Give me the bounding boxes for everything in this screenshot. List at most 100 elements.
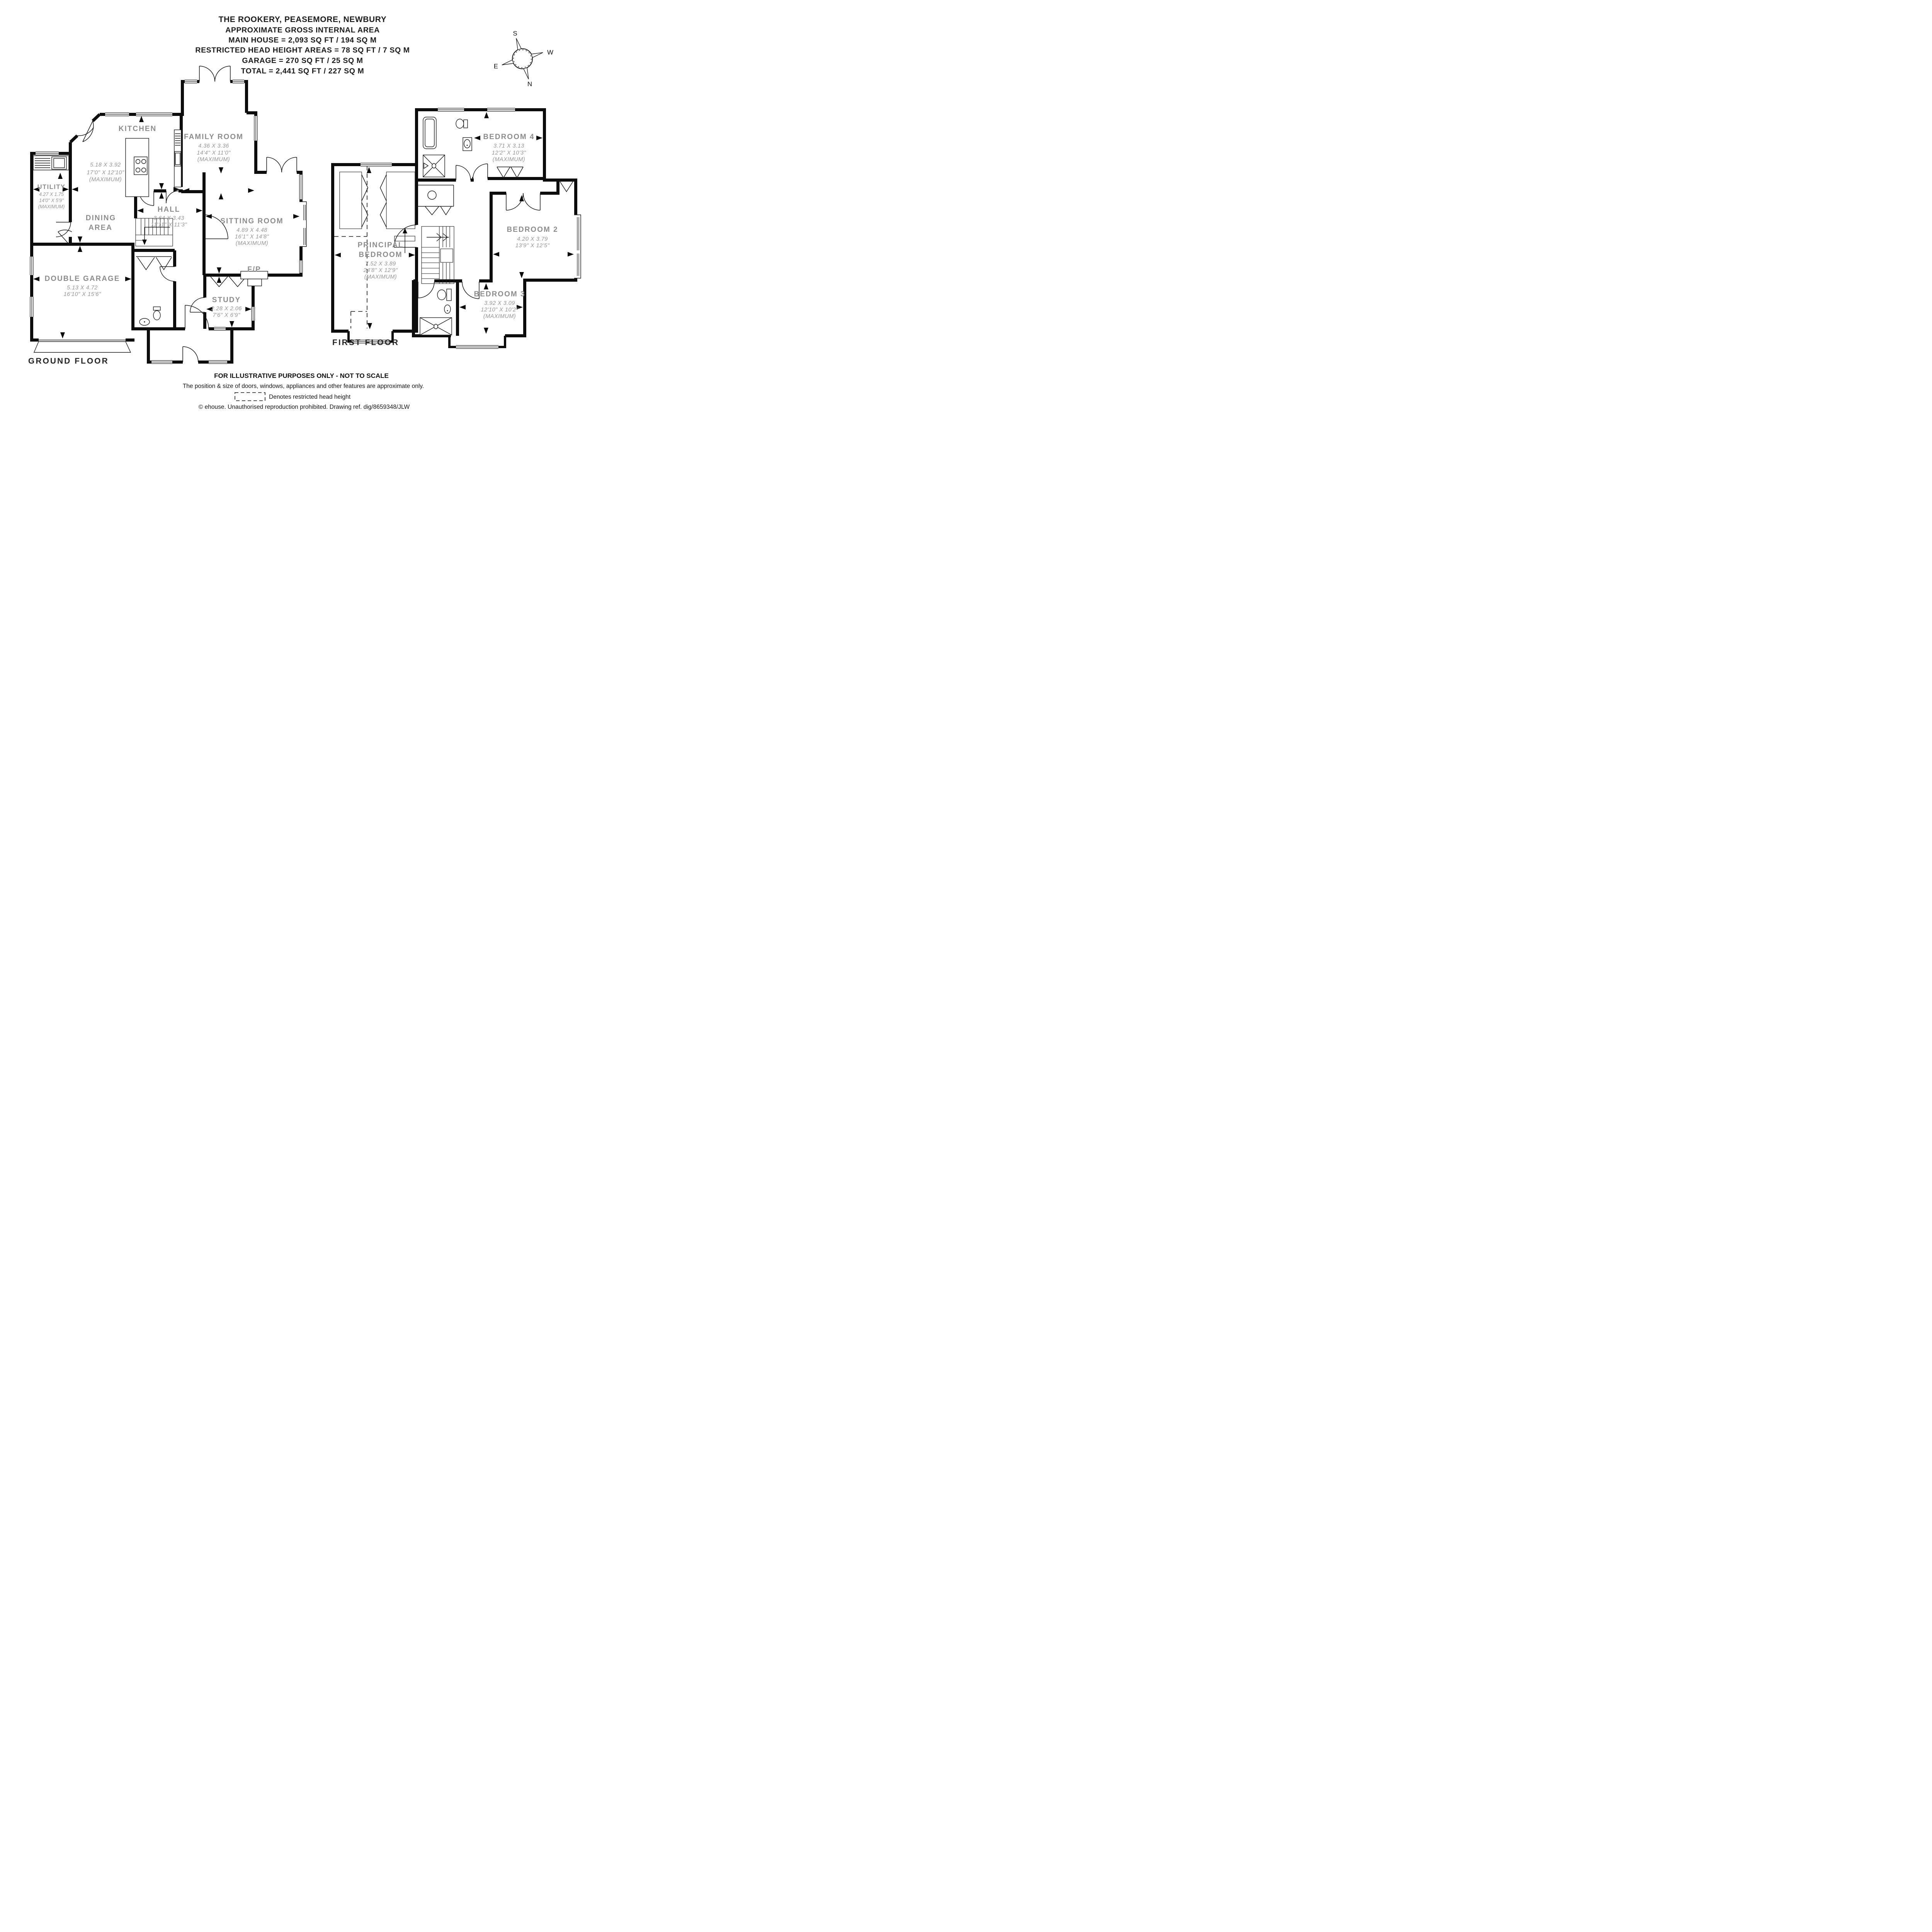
wc-toilet-icon xyxy=(153,310,161,320)
first-room-labels: PRINCIPAL BEDROOM 7.52 X 3.89 24'8" X 12… xyxy=(358,133,558,320)
ground-floor-label: GROUND FLOOR xyxy=(28,357,109,366)
ground-floor-plan: KITCHEN 5.18 X 3.92 17'0" X 12'10" (MAXI… xyxy=(28,66,308,366)
floorplan-canvas: THE ROOKERY, PEASEMORE, NEWBURY APPROXIM… xyxy=(28,15,582,410)
ensuite-door-arc xyxy=(418,281,435,298)
drainer-icon xyxy=(35,158,50,168)
garage-dim-metric: 5.13 X 4.72 xyxy=(67,285,98,291)
stairs-up-arrow xyxy=(403,228,407,233)
sitting-dim-imperial: 16'1" X 14'8" xyxy=(235,234,269,240)
room-label-fp: F/P xyxy=(247,265,261,274)
front-door-arc xyxy=(182,346,199,362)
footer-denotes: Denotes restricted head height xyxy=(269,394,351,400)
bed2-door-left xyxy=(506,193,524,211)
ground-windows xyxy=(29,79,308,364)
kitchen-island xyxy=(125,138,149,197)
study-dim-imperial: 7'6" X 6'9" xyxy=(213,312,240,318)
area-total: TOTAL = 2,441 SQ FT / 227 SQ M xyxy=(241,67,364,75)
family-dim-metric: 4.36 X 3.36 xyxy=(198,143,229,149)
room-label-study: STUDY xyxy=(212,296,241,304)
area-restricted: RESTRICTED HEAD HEIGHT AREAS = 78 SQ FT … xyxy=(195,46,410,54)
room-label-utility: UTILITY xyxy=(37,184,66,190)
first-dimension-arrows xyxy=(335,112,574,334)
room-label-sitting: SITTING ROOM xyxy=(220,217,283,225)
bathtub-icon xyxy=(423,117,437,149)
bed4-dim-note: (MAXIMUM) xyxy=(493,156,525,163)
wc-door-arc xyxy=(160,266,175,282)
principal-wardrobe-right xyxy=(386,172,415,229)
kitchen-dim-imperial: 17'0" X 12'10" xyxy=(87,170,124,176)
area-garage: GARAGE = 270 SQ FT / 25 SQ M xyxy=(242,56,363,65)
toilet-icon-ensuite xyxy=(437,289,446,300)
bed3-dim-imperial: 12'10" X 10'2" xyxy=(481,307,518,313)
principal-dim-imperial: 24'8" X 12'9" xyxy=(363,267,398,274)
garage-driveway xyxy=(33,341,131,353)
kitchen-patio-door-arc2 xyxy=(77,127,94,136)
fireplace-breast xyxy=(247,279,262,286)
area-main-house: MAIN HOUSE = 2,093 SQ FT / 194 SQ M xyxy=(228,36,376,44)
principal-dim-note: (MAXIMUM) xyxy=(364,274,397,280)
bed3-dim-note: (MAXIMUM) xyxy=(483,313,516,320)
utility-dim-metric: 4.27 X 1.75 xyxy=(39,192,64,197)
principal-door-arc xyxy=(394,224,417,248)
kitchen-dim-note: (MAXIMUM) xyxy=(89,177,122,183)
cupboard-doors-icon xyxy=(137,257,172,270)
kitchen-patio-door-arc xyxy=(82,121,94,142)
airing-cupboard-doors xyxy=(425,206,452,216)
closet-door-bed2 xyxy=(559,180,574,192)
kitchen-sink-icon xyxy=(174,151,181,167)
study-door-arc xyxy=(190,297,205,313)
room-label-hall: HALL xyxy=(158,206,180,214)
room-label-bed3: BEDROOM 3 xyxy=(474,290,525,298)
room-label-kitchen: KITCHEN xyxy=(119,125,156,133)
ground-fixtures xyxy=(33,129,268,353)
bed2-dim-metric: 4.20 X 3.79 xyxy=(517,236,548,242)
first-doors xyxy=(394,163,574,299)
room-label-principal-1: PRINCIPAL xyxy=(358,241,404,249)
room-label-dining-2: AREA xyxy=(88,224,112,232)
compass-east: E xyxy=(494,63,498,70)
hall-dim-metric: 3.64 X 3.43 xyxy=(153,215,184,221)
family-dim-imperial: 14'4" X 11'0" xyxy=(197,150,231,156)
stairs-ground xyxy=(135,218,173,247)
footer-notes: FOR ILLUSTRATIVE PURPOSES ONLY - NOT TO … xyxy=(183,372,424,410)
bed3-door-arc xyxy=(462,281,480,299)
plan-subtitle: APPROXIMATE GROSS INTERNAL AREA xyxy=(225,26,380,34)
family-garden-door-left xyxy=(199,66,215,82)
footer-disclaimer: FOR ILLUSTRATIVE PURPOSES ONLY - NOT TO … xyxy=(214,372,389,379)
sitting-dim-metric: 4.89 X 4.48 xyxy=(236,227,267,233)
bed4-door-arc xyxy=(473,163,488,179)
sitting-dim-note: (MAXIMUM) xyxy=(236,240,268,247)
toilet-icon-bathroom xyxy=(456,119,464,129)
stairs-up-chevrons xyxy=(436,233,448,242)
kitchen-dim-metric: 5.18 X 3.92 xyxy=(90,162,121,168)
compass-north: N xyxy=(527,80,532,88)
family-dim-note: (MAXIMUM) xyxy=(197,156,230,163)
room-label-garage: DOUBLE GARAGE xyxy=(45,275,120,283)
bathroom-door-arc xyxy=(456,165,471,180)
ground-dimension-arrows xyxy=(33,116,299,338)
garage-dining-door-arc xyxy=(58,230,72,246)
room-label-bed4: BEDROOM 4 xyxy=(483,133,534,141)
principal-dim-metric: 7.52 X 3.89 xyxy=(365,261,396,267)
hall-dim-imperial: 11'11" X 11'3" xyxy=(151,222,187,228)
compass-icon: S W E N xyxy=(494,30,553,88)
compass-west: W xyxy=(547,49,553,56)
first-floor-label: FIRST FLOOR xyxy=(332,338,399,347)
room-label-dining-1: DINING xyxy=(86,214,116,222)
bed2-door-right xyxy=(523,193,541,211)
first-fixtures xyxy=(334,117,524,335)
stairs-down-arrow xyxy=(142,240,147,245)
footer-approximate: The position & size of doors, windows, a… xyxy=(183,383,424,389)
header-title-block: THE ROOKERY, PEASEMORE, NEWBURY APPROXIM… xyxy=(195,15,410,75)
principal-wardrobe-left xyxy=(339,172,362,229)
utility-dim-imperial: 14'0" X 5'9" xyxy=(39,198,64,203)
restricted-head-height-key-icon xyxy=(235,392,265,401)
bed3-dim-metric: 3.92 X 3.09 xyxy=(484,300,515,306)
porch-inner-door-arc xyxy=(185,305,209,329)
room-label-family: FAMILY ROOM xyxy=(184,133,243,141)
bed4-wardrobe-doors xyxy=(497,167,524,179)
wc-toilet-tank xyxy=(153,306,161,311)
first-windows xyxy=(352,107,582,349)
stairs-first xyxy=(421,226,454,284)
utility-sink-icon xyxy=(51,156,67,170)
